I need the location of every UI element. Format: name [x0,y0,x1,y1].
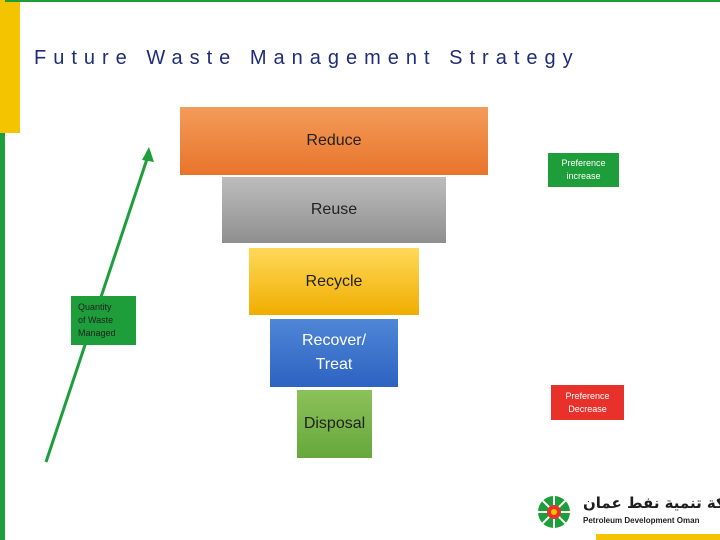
preference-decrease-label: Preference Decrease [551,385,624,420]
tier-recycle-label: Recycle [305,272,363,290]
quantity-label-line1: Quantity [78,302,112,312]
accent-line-green-top [5,0,720,2]
preference-increase-line2: increase [566,171,601,181]
quantity-label-line2: of Waste [78,315,114,325]
tier-recover-label-line2: Treat [315,356,353,373]
tier-disposal: Disposal [297,390,372,458]
preference-decrease-line2: Decrease [568,403,607,414]
tier-reduce: Reduce [180,107,488,175]
quantity-label-line3: Managed [78,328,116,338]
tier-recover-label-line1: Recover/ [301,332,367,349]
accent-bar-yellow-bottom [596,534,720,540]
slide-title: Future Waste Management Strategy [34,47,580,69]
preference-decrease-line1: Preference [565,390,610,401]
logo-english-text: Petroleum Development Oman [583,516,700,525]
quantity-waste-label: Quantity of Waste Managed [71,296,136,345]
tier-recover-treat: Recover/ Treat [270,319,398,387]
pdo-logo-icon [538,496,570,528]
logo-arabic-text: شركة تنمية نفط عمان [583,494,720,512]
accent-bar-green-vertical [0,133,5,540]
preference-increase-line1: Preference [561,158,606,168]
tier-disposal-label: Disposal [303,415,366,432]
tier-reduce-label: Reduce [306,132,362,149]
tier-reuse: Reuse [222,177,446,243]
accent-bar-yellow [0,0,20,133]
preference-increase-label: Preference increase [548,153,619,187]
tier-recycle: Recycle [249,248,419,315]
tier-reuse-label: Reuse [310,201,358,218]
